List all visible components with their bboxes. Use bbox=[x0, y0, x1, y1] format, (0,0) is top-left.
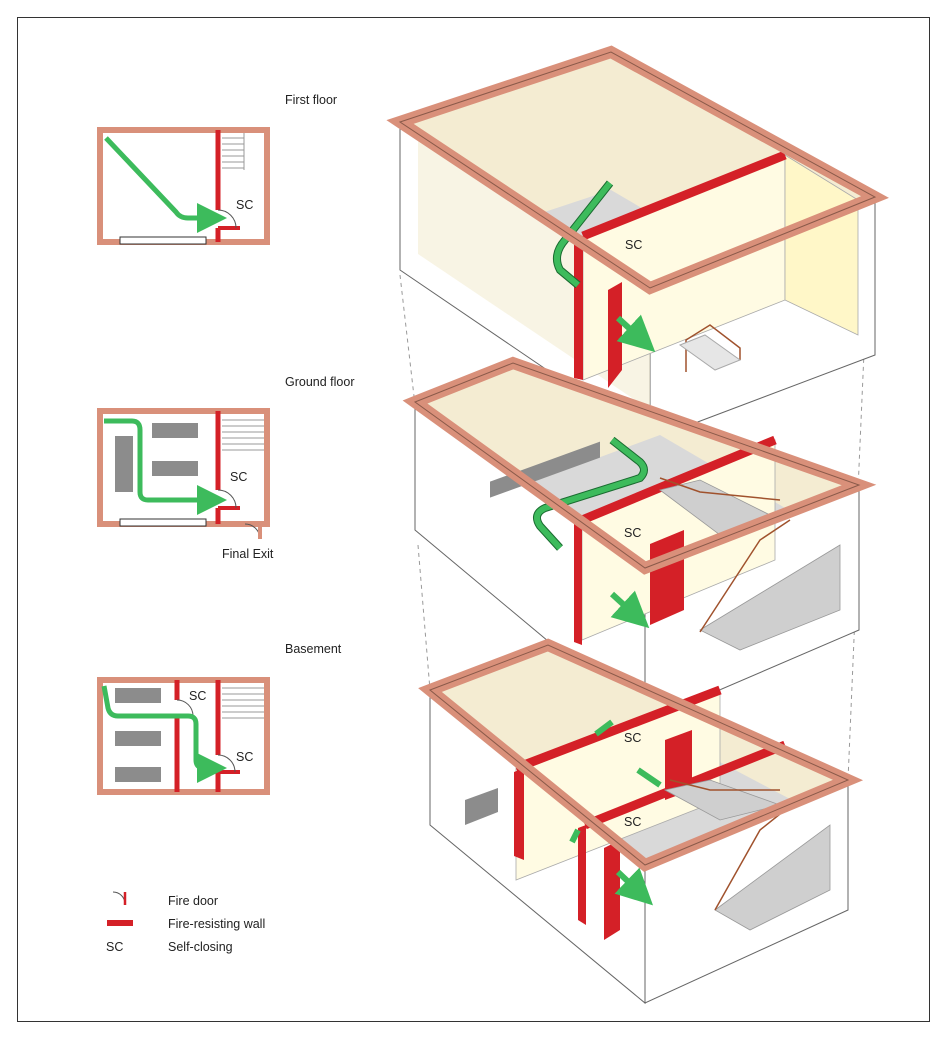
escape-route-arrow bbox=[104, 136, 227, 233]
fire-wall bbox=[580, 435, 777, 525]
iso-first-floor: SC bbox=[386, 45, 889, 441]
plan-basement: SC SC bbox=[97, 677, 270, 795]
sc-label: SC bbox=[625, 238, 642, 252]
furniture-block bbox=[152, 461, 198, 476]
legend: Fire door Fire-resisting wall SC Self-cl… bbox=[106, 891, 265, 954]
fire-wall bbox=[608, 282, 622, 388]
fire-wall-icon bbox=[107, 920, 133, 926]
furniture-block bbox=[465, 788, 498, 825]
furniture-block bbox=[115, 436, 133, 492]
escape-route-arrow bbox=[609, 590, 650, 629]
window-icon bbox=[119, 236, 207, 245]
fire-wall bbox=[574, 236, 583, 380]
fire-wall bbox=[604, 840, 620, 940]
plan-first-floor: SC bbox=[97, 127, 270, 245]
fire-wall bbox=[578, 825, 586, 925]
escape-route-arrow bbox=[533, 437, 647, 551]
furniture-block bbox=[490, 441, 600, 498]
escape-route-arrow bbox=[615, 314, 656, 353]
legend-fire-wall: Fire-resisting wall bbox=[168, 917, 265, 931]
window-icon bbox=[119, 518, 207, 527]
first-floor-label: First floor bbox=[285, 93, 337, 107]
final-exit-label: Final Exit bbox=[222, 547, 274, 561]
fire-door-panel bbox=[650, 530, 684, 625]
escape-route-arrow bbox=[594, 719, 614, 737]
sc-label: SC bbox=[624, 731, 641, 745]
fire-wall bbox=[514, 768, 524, 860]
sc-label: SC bbox=[624, 526, 641, 540]
escape-route-arrow bbox=[636, 767, 662, 788]
legend-self-closing: Self-closing bbox=[168, 940, 233, 954]
fire-door-panel bbox=[665, 730, 692, 800]
stairs-icon bbox=[222, 687, 264, 719]
sc-label: SC bbox=[624, 815, 641, 829]
escape-route-arrow bbox=[614, 867, 654, 906]
escape-route-arrow bbox=[553, 181, 613, 288]
stairs-icon bbox=[663, 779, 831, 931]
diagram-frame bbox=[17, 17, 930, 1022]
plan-ground-floor: SC Final Exit bbox=[97, 408, 274, 561]
escape-route-arrow bbox=[104, 418, 227, 515]
stairs-icon bbox=[222, 419, 264, 451]
furniture-block bbox=[115, 688, 161, 703]
sc-label: SC bbox=[189, 689, 206, 703]
fire-door-icon bbox=[176, 699, 194, 717]
legend-fire-door: Fire door bbox=[168, 894, 218, 908]
sc-label: SC bbox=[236, 198, 253, 212]
furniture-block bbox=[115, 767, 161, 782]
fire-door-icon bbox=[112, 891, 126, 905]
furniture-block bbox=[115, 731, 161, 746]
sc-label: SC bbox=[236, 750, 253, 764]
fire-wall bbox=[581, 150, 787, 241]
legend-sc-key: SC bbox=[106, 940, 123, 954]
basement-label: Basement bbox=[285, 642, 342, 656]
stairs-icon bbox=[222, 133, 245, 170]
stair-rail bbox=[669, 779, 786, 911]
fire-wall bbox=[574, 520, 582, 645]
sc-label: SC bbox=[230, 470, 247, 484]
furniture-block bbox=[152, 423, 198, 438]
stair-rail bbox=[659, 477, 791, 633]
stairs-icon bbox=[678, 334, 742, 371]
iso-basement: SC SC bbox=[418, 638, 864, 1005]
stair-rail bbox=[685, 324, 741, 372]
escape-route-arrow bbox=[101, 685, 227, 783]
ground-floor-label: Ground floor bbox=[285, 375, 354, 389]
iso-ground-floor: SC bbox=[402, 356, 877, 724]
